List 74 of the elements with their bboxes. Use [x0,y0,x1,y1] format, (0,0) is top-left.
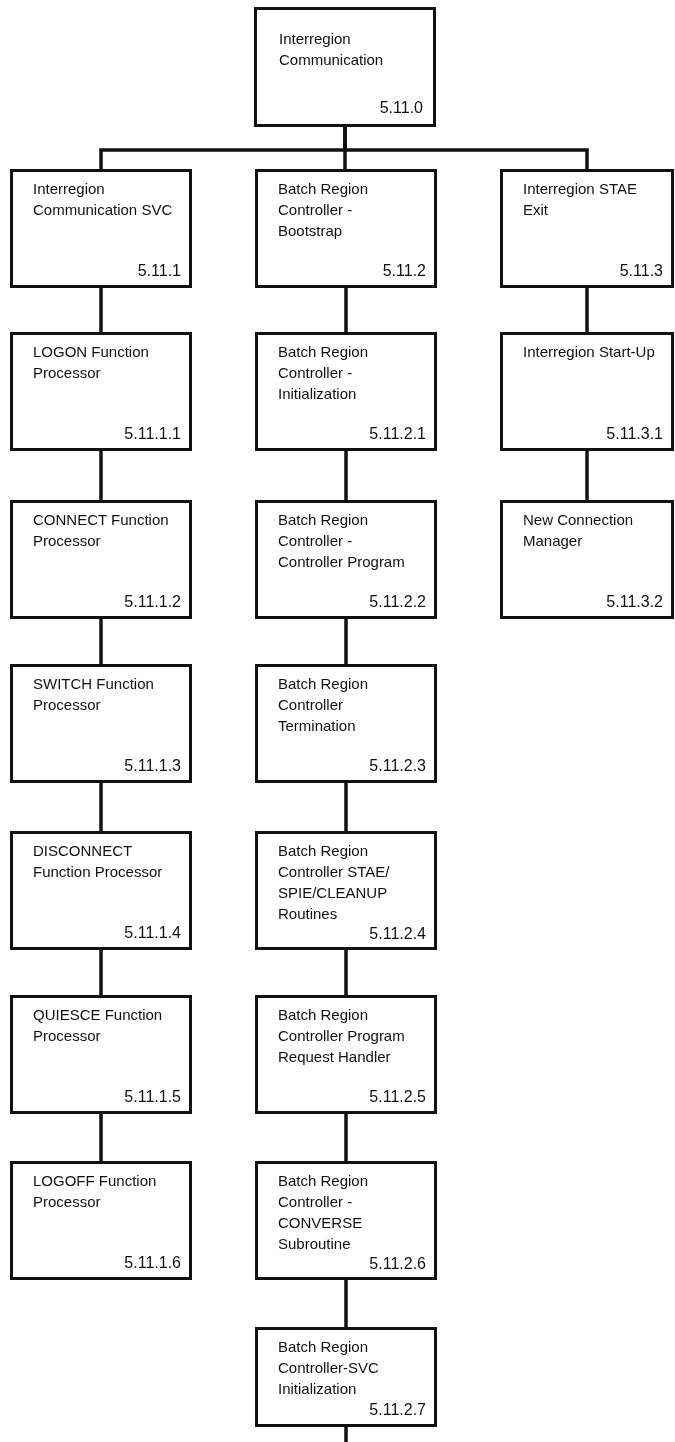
connector-line [344,1427,348,1442]
module-name: CONNECT Function Processor [33,510,170,551]
section-number: 5.11.2.7 [369,1400,426,1420]
section-number: 5.11.1 [137,261,181,281]
section-number: 5.11.1.2 [124,592,181,612]
module-name: Batch Region Controller - Initialization [278,342,370,404]
module-box [10,831,192,950]
connector-line [99,288,103,332]
connector-line [344,1114,348,1161]
module-name: Batch Region Controller - Controller Program [278,510,406,572]
module-name: Interregion Start-Up [523,342,656,362]
section-number: 5.11.1.4 [124,923,181,943]
module-box [10,500,192,619]
connector-line [585,288,589,332]
connector-line [99,1114,103,1161]
module-box [255,332,437,451]
connector-line [344,1280,348,1327]
module-name: LOGOFF Function Processor [33,1171,158,1212]
module-box [500,500,674,619]
module-name: Batch Region Controller-SVC Initialization [278,1337,380,1399]
section-number: 5.11.2.4 [369,924,426,944]
module-box [10,169,192,288]
module-box [255,1327,437,1427]
module-box [10,1161,192,1280]
module-box [10,332,192,451]
module-name: DISCONNECT Function Processor [33,841,164,882]
module-box [255,831,437,950]
module-name: SWITCH Function Processor [33,674,155,715]
module-box [255,995,437,1114]
module-name: Batch Region Controller - CONVERSE Subroutine [278,1171,370,1254]
section-number: 5.11.0 [379,98,423,118]
section-number: 5.11.3 [619,261,663,281]
section-number: 5.11.1.1 [124,424,181,444]
module-name: Batch Region Controller Program Request Handler [278,1005,406,1067]
module-name: Interregion Communication [279,29,385,70]
section-number: 5.11.2.5 [369,1087,426,1107]
connector-line [585,451,589,500]
section-number: 5.11.2.6 [369,1254,426,1274]
section-number: 5.11.1.3 [124,756,181,776]
connector-line [99,451,103,500]
connector-line [99,950,103,995]
section-number: 5.11.3.1 [606,424,663,444]
connector-line [99,783,103,831]
module-name: LOGON Function Processor [33,342,150,383]
module-name: Batch Region Controller STAE/ SPIE/CLEANUP Routines [278,841,391,924]
module-box [10,995,192,1114]
module-box [255,664,437,783]
module-box [255,500,437,619]
section-number: 5.11.3.2 [606,592,663,612]
connector-line [99,619,103,664]
module-name: Batch Region Controller - Bootstrap [278,179,370,241]
module-name: QUIESCE Function Processor [33,1005,164,1046]
section-number: 5.11.2 [382,261,426,281]
section-number: 5.11.2.2 [369,592,426,612]
section-number: 5.11.1.6 [124,1253,181,1273]
module-box [255,1161,437,1280]
module-box [500,169,674,288]
connector-line [343,127,589,169]
module-name: Batch Region Controller Termination [278,674,370,736]
module-box [255,169,437,288]
connector-line [344,619,348,664]
module-name: Interregion Communication SVC [33,179,174,220]
module-box [500,332,674,451]
section-number: 5.11.1.5 [124,1087,181,1107]
module-name: Interregion STAE Exit [523,179,638,220]
connector-line [344,950,348,995]
connector-line [344,451,348,500]
module-box [10,664,192,783]
section-number: 5.11.2.3 [369,756,426,776]
section-number: 5.11.2.1 [369,424,426,444]
module-box [254,7,436,127]
connector-line [344,783,348,831]
connector-line [344,288,348,332]
module-name: New Connection Manager [523,510,635,551]
